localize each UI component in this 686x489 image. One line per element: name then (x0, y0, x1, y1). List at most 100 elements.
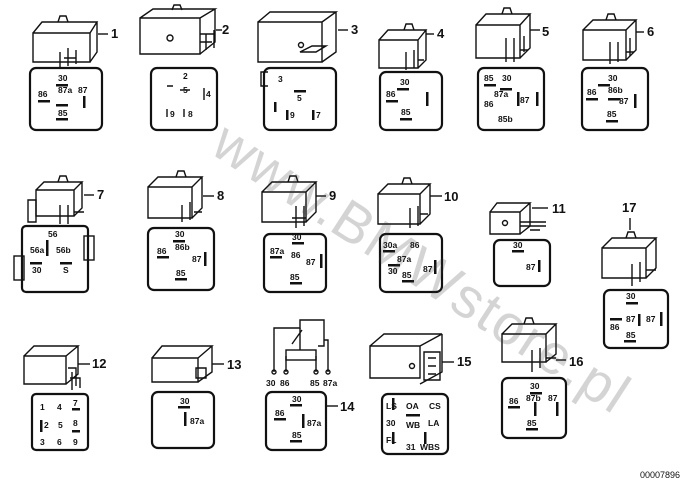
relay-8-drawing (146, 170, 216, 292)
pin-label: 8 (188, 109, 193, 119)
pin-label: 31 (406, 442, 416, 452)
pin-label: LA (428, 418, 439, 428)
pin-label: 30 (608, 73, 618, 83)
pin-label: 86 (386, 89, 396, 99)
pin-label: 85 (484, 73, 494, 83)
relay-number-11: 11 (552, 201, 566, 216)
relay-1-drawing (28, 15, 108, 132)
pin-label: 30a (383, 240, 397, 250)
pin-label: 87 (619, 96, 629, 106)
pin-label: 86b (608, 85, 623, 95)
pin-label: 86 (410, 240, 420, 250)
pin-label: 87 (306, 257, 316, 267)
pin-label: 9 (170, 109, 175, 119)
pin-label: 86b (175, 242, 190, 252)
pin-label: 87a (270, 246, 284, 256)
pin-label: 86 (38, 89, 48, 99)
pin-label: 86 (587, 87, 597, 97)
relay-number-13: 13 (227, 357, 241, 372)
pin-label: 87a (58, 85, 72, 95)
pin-label: 85b (498, 114, 513, 124)
pin-label: 86 (157, 246, 167, 256)
pin-label: 30 (530, 381, 540, 391)
pin-label: 86 (291, 250, 301, 260)
relay-11-drawing (489, 202, 552, 288)
pin-label: 56a (30, 245, 44, 255)
pin-label: 86 (509, 396, 519, 406)
relay-7-drawing (13, 175, 95, 294)
relay-2-drawing (139, 4, 222, 132)
relay-13-drawing (150, 345, 224, 450)
pin-label: 2 (44, 420, 49, 430)
pin-label: 30 (626, 291, 636, 301)
pin-label: 87 (526, 262, 536, 272)
pin-label: 85 (58, 108, 68, 118)
pin-label: 85 (310, 378, 320, 388)
pin-label: 86 (280, 378, 290, 388)
relay-3-drawing (257, 11, 348, 132)
pin-label: 87 (520, 95, 530, 105)
pin-label: 87 (78, 85, 88, 95)
relay-number-15: 15 (457, 354, 471, 369)
diagram-code: 00007896 (639, 470, 680, 480)
relay-number-12: 12 (92, 356, 106, 371)
pin-label: 1 (40, 402, 45, 412)
pin-label: 8 (73, 418, 78, 428)
relay-number-2: 2 (222, 22, 229, 37)
pin-label: 86 (610, 322, 620, 332)
pin-label: 87 (548, 393, 558, 403)
pin-label: 87a (494, 89, 508, 99)
pin-label: 87 (646, 314, 656, 324)
pin-label: 3 (278, 74, 283, 84)
pin-label: 3 (40, 437, 45, 447)
relay-number-14: 14 (340, 399, 355, 414)
pin-label: FL (386, 435, 396, 445)
relay-number-17: 17 (622, 200, 636, 215)
pin-label: 4 (206, 89, 211, 99)
relay-15-drawing (369, 333, 454, 456)
pin-label: 87 (423, 264, 433, 274)
pin-label: LS (386, 401, 397, 411)
pin-label: 85 (402, 270, 412, 280)
relay-number-6: 6 (647, 24, 654, 39)
pin-label: 5 (297, 93, 302, 103)
pin-label: S (63, 265, 69, 275)
pin-label: 87a (307, 418, 321, 428)
relay-numbers: 1 2 3 4 5 6 7 8 9 10 11 12 13 14 15 16 1… (92, 22, 654, 414)
pin-label: 30 (266, 378, 276, 388)
pin-label: 87a (190, 416, 204, 426)
relay-16-drawing (500, 317, 568, 440)
relay-number-1: 1 (111, 26, 118, 41)
pin-label: 30 (513, 240, 523, 250)
pin-label: CS (429, 401, 441, 411)
pin-label: 2 (183, 71, 188, 81)
pin-label: 56 (48, 229, 58, 239)
relay-12-drawing (23, 345, 90, 452)
relay-number-7: 7 (97, 187, 104, 202)
relay-number-16: 16 (569, 354, 583, 369)
pin-label: 85 (626, 330, 636, 340)
pin-label: 5 (58, 420, 63, 430)
relay-number-10: 10 (444, 189, 458, 204)
relay-6-drawing (580, 13, 650, 132)
relay-number-5: 5 (542, 24, 549, 39)
pin-label: 30 (502, 73, 512, 83)
pin-label: 9 (290, 110, 295, 120)
pin-label: 7 (73, 398, 78, 408)
pin-label: 30 (180, 396, 190, 406)
pin-label: 30 (175, 229, 185, 239)
relay-5-drawing (475, 7, 546, 132)
pin-label: 85 (401, 107, 411, 117)
pin-label: 30 (292, 232, 302, 242)
pin-label: 87b (526, 393, 541, 403)
relay-number-9: 9 (329, 188, 336, 203)
pin-label: 30 (58, 73, 68, 83)
pin-label: 4 (57, 402, 62, 412)
pin-label: 87a (397, 254, 411, 264)
pin-label: 56b (56, 245, 71, 255)
pin-label: OA (406, 401, 419, 411)
relay-17-drawing (601, 218, 670, 350)
relay-4-drawing (378, 23, 444, 132)
pin-label: 87 (192, 254, 202, 264)
